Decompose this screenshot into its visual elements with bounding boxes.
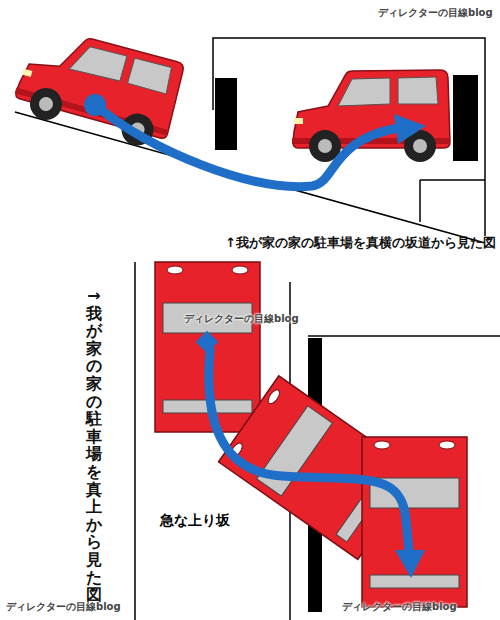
watermark: ディレクターの目線blog xyxy=(342,600,457,614)
slope-label: 急な上り坂 xyxy=(160,512,230,530)
watermark: ディレクターの目線blog xyxy=(184,312,299,326)
caption: ↑我が家の家の駐車場を真横の坂道から見た図 xyxy=(225,235,496,252)
watermark: ディレクターの目線blog xyxy=(378,6,493,20)
vertical-caption: →我が家の家の駐車場を真上から見た図 xyxy=(86,287,102,604)
watermark: ディレクターの目線blog xyxy=(6,600,121,614)
